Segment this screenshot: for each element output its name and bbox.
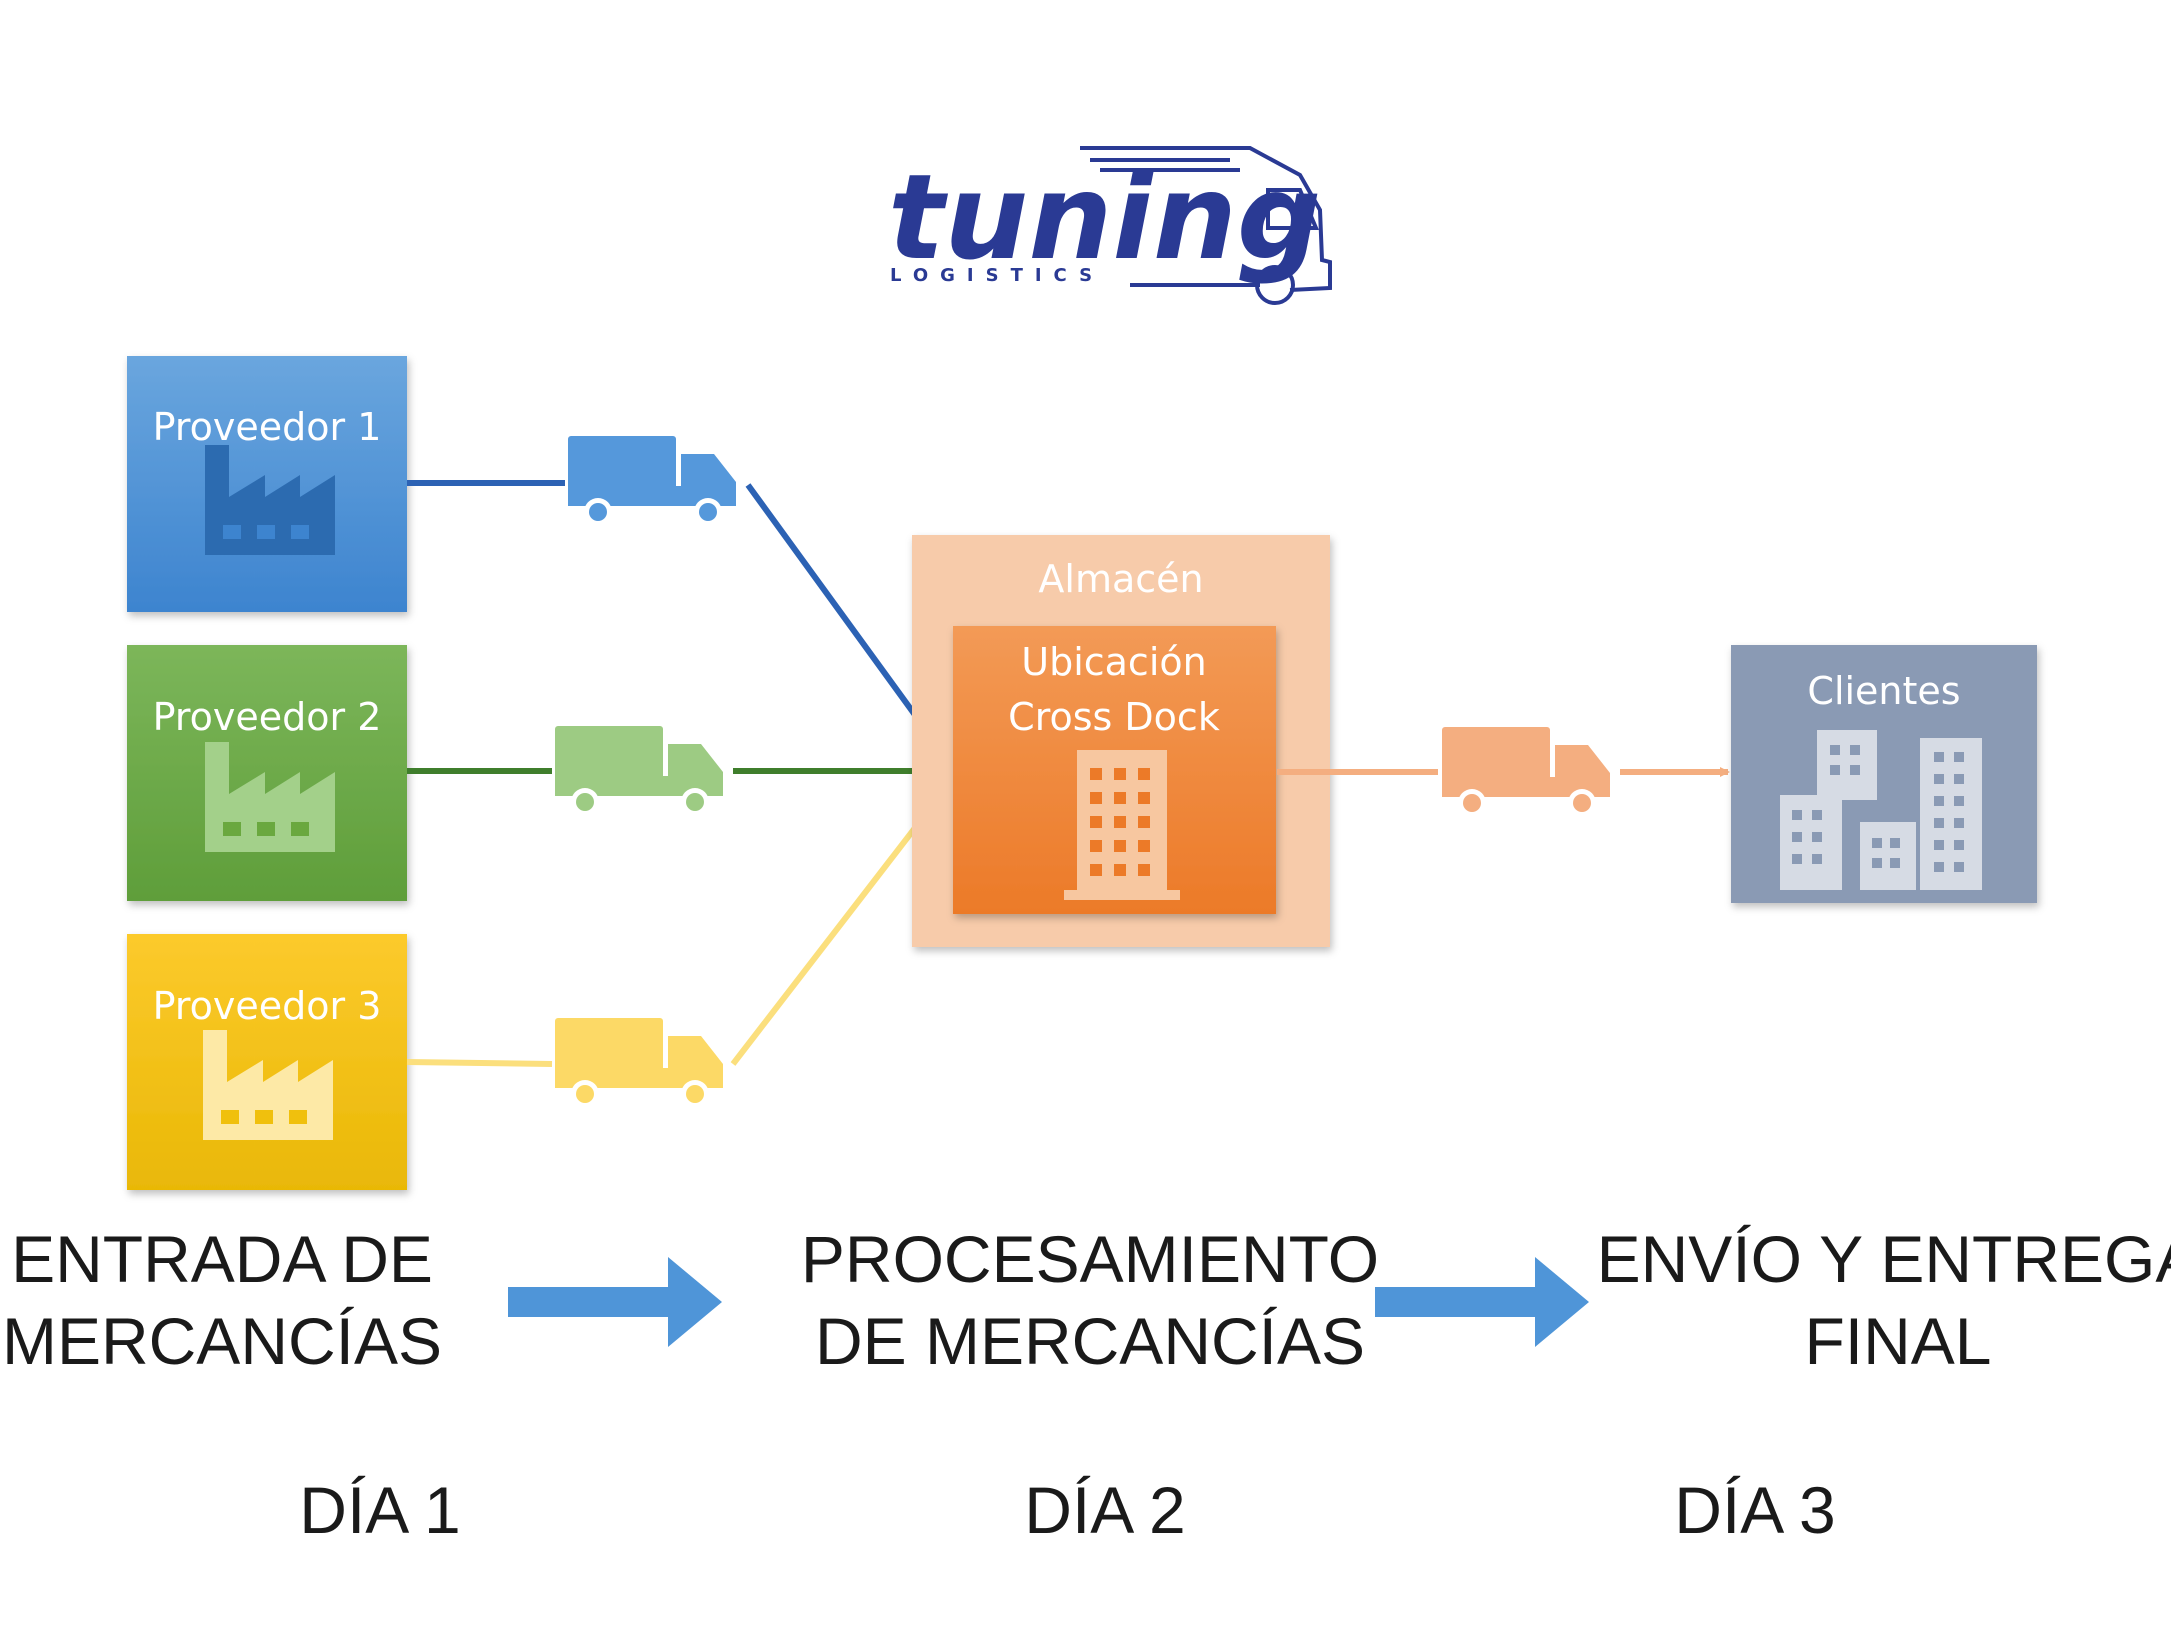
window-shape [223, 822, 241, 836]
window-shape [1934, 796, 1944, 806]
window-shape [1954, 840, 1964, 850]
window-shape [257, 525, 275, 539]
window-shape [1830, 765, 1840, 775]
clients-label: Clientes [1807, 669, 1960, 713]
window-shape [1792, 854, 1802, 864]
window-shape [1890, 838, 1900, 848]
window-shape [1090, 840, 1102, 852]
window-shape [1954, 818, 1964, 828]
factory-windows [221, 525, 309, 1124]
truck-icon [1442, 727, 1610, 817]
window-shape [1138, 792, 1150, 804]
window-shape [1138, 768, 1150, 780]
stage-1-line2: MERCANCÍAS [2, 1304, 442, 1378]
window-shape [1934, 752, 1944, 762]
window-shape [257, 822, 275, 836]
window-shape [1138, 864, 1150, 876]
stage-arrow-icon [508, 1257, 722, 1347]
warehouse-label: Almacén [1038, 557, 1203, 601]
day-1-label: DÍA 1 [299, 1473, 460, 1547]
tuning-logistics-logo: tuning LOGISTICS [888, 146, 1332, 305]
window-shape [291, 822, 309, 836]
window-shape [1890, 858, 1900, 868]
window-shape [1872, 838, 1882, 848]
window-shape [1812, 810, 1822, 820]
window-shape [1114, 792, 1126, 804]
stage-2-line2: DE MERCANCÍAS [815, 1304, 1365, 1378]
window-shape [1114, 864, 1126, 876]
window-shape [1114, 768, 1126, 780]
window-shape [289, 1110, 307, 1124]
truck-icon [555, 726, 723, 816]
stage-1-line1: ENTRADA DE [11, 1222, 433, 1296]
window-shape [1934, 840, 1944, 850]
window-shape [1090, 768, 1102, 780]
window-shape [1954, 862, 1964, 872]
window-shape [1138, 816, 1150, 828]
window-shape [291, 525, 309, 539]
stage-arrow-icon [1375, 1257, 1589, 1347]
logo-subtitle: LOGISTICS [890, 265, 1104, 286]
supplier-box-2 [127, 645, 407, 901]
logo-wordmark: tuning [888, 148, 1321, 286]
supplier-label-3: Proveedor 3 [153, 984, 382, 1028]
window-shape [1954, 774, 1964, 784]
window-shape [1792, 832, 1802, 842]
window-shape [1090, 816, 1102, 828]
inbound-line-3 [406, 1059, 553, 1067]
window-shape [1934, 774, 1944, 784]
supplier-box-3 [127, 934, 407, 1190]
truck-icon [568, 436, 736, 526]
stage-3-line2: FINAL [1804, 1304, 1991, 1378]
truck-outline-icon [1080, 146, 1332, 305]
city-windows [1792, 745, 1964, 872]
window-shape [1812, 854, 1822, 864]
window-shape [1850, 745, 1860, 755]
stage-3-line1: ENVÍO Y ENTREGA [1597, 1222, 2171, 1296]
day-2-label: DÍA 2 [1024, 1473, 1185, 1547]
window-shape [1954, 752, 1964, 762]
window-shape [1114, 840, 1126, 852]
day-3-label: DÍA 3 [1674, 1473, 1835, 1547]
city-buildings-icon [1780, 730, 1982, 890]
window-shape [1114, 816, 1126, 828]
supplier-label-1: Proveedor 1 [153, 405, 382, 449]
window-shape [221, 1110, 239, 1124]
window-shape [1934, 862, 1944, 872]
window-shape [1954, 796, 1964, 806]
crossdock-label-line2: Cross Dock [1008, 695, 1220, 739]
window-shape [1934, 818, 1944, 828]
building-windows [1090, 768, 1150, 876]
stage-2-line1: PROCESAMIENTO [801, 1222, 1379, 1296]
window-shape [255, 1110, 273, 1124]
window-shape [1872, 858, 1882, 868]
truck-icon [555, 1018, 723, 1108]
crossdock-label-line1: Ubicación [1021, 640, 1206, 684]
window-shape [1090, 864, 1102, 876]
window-shape [1812, 832, 1822, 842]
window-shape [223, 525, 241, 539]
supplier-box-1 [127, 356, 407, 612]
supplier-label-2: Proveedor 2 [153, 695, 382, 739]
window-shape [1850, 765, 1860, 775]
window-shape [1830, 745, 1840, 755]
window-shape [1090, 792, 1102, 804]
window-shape [1138, 840, 1150, 852]
window-shape [1792, 810, 1802, 820]
